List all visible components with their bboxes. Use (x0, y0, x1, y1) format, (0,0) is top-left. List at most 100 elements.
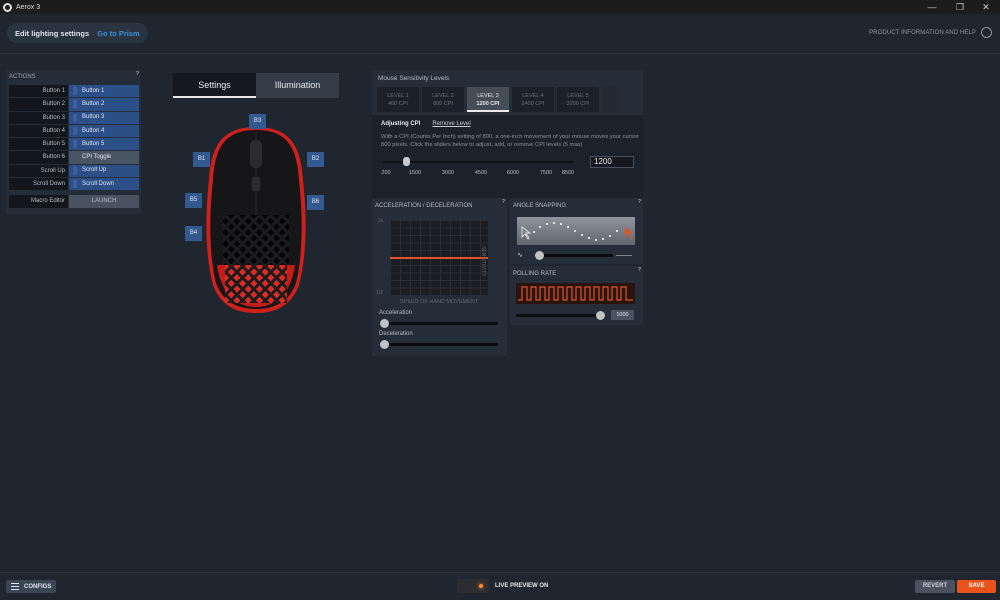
level-name: LEVEL 4 (522, 93, 544, 99)
action-label: Scroll Down (9, 178, 68, 192)
action-select-button-2[interactable]: Button 2 (69, 98, 139, 112)
action-value: Scroll Down (82, 180, 115, 187)
mouse-icon (73, 113, 77, 122)
action-select-button-1[interactable]: Button 1 (69, 85, 139, 99)
polling-rate-slider-knob[interactable] (596, 311, 605, 320)
acceleration-slider[interactable] (380, 319, 498, 328)
tab-settings[interactable]: Settings (173, 73, 256, 98)
cpi-level-4[interactable]: LEVEL 4 2400 CPI (512, 87, 554, 112)
macro-editor-label: Macro Editor (9, 195, 68, 209)
action-value: Button 1 (82, 87, 105, 94)
acceleration-slider-knob[interactable] (380, 319, 389, 328)
live-preview-toggle[interactable] (457, 579, 489, 593)
product-help-link[interactable]: PRODUCT INFORMATION AND HELP (869, 27, 992, 38)
action-value: Button 5 (82, 140, 105, 147)
cpi-icon (73, 153, 77, 162)
polling-rate-panel: POLLING RATE ? 1000 (510, 266, 643, 325)
add-level-button[interactable] (602, 87, 618, 112)
polling-rate-title: POLLING RATE (513, 271, 557, 277)
actions-panel: ACTIONS ? Button 1 Button 1 Button 2 But… (6, 70, 141, 214)
wave-icon: ∿ (517, 252, 523, 259)
cpi-slider-track[interactable] (383, 161, 573, 163)
cpi-slider[interactable]: 200 1500 3000 4500 6000 7500 8500 1200 (381, 156, 634, 176)
polling-rate-help-icon[interactable]: ? (637, 267, 641, 273)
action-label: Button 5 (9, 138, 68, 152)
mouse-image: B3 B1 B2 B5 B6 B4 (185, 114, 324, 315)
tick-label: 3000 (441, 170, 455, 176)
window-title: Aerox 3 (16, 3, 41, 11)
tick-label: 4500 (474, 170, 488, 176)
level-cpi: 2400 CPI (521, 101, 545, 107)
action-select-button-4[interactable]: Button 4 (69, 124, 139, 139)
mouse-button-b6[interactable]: B6 (307, 195, 324, 210)
go-to-prism-link[interactable]: Go to Prism (97, 28, 140, 38)
configs-button[interactable]: CONFIGS (6, 580, 57, 593)
polling-rate-value: 1000 (611, 310, 634, 320)
mouse-icon (73, 180, 77, 189)
angle-snapping-slider[interactable] (535, 251, 613, 260)
angle-snapping-help-icon[interactable]: ? (637, 199, 641, 205)
level-cpi: 800 CPI (433, 101, 453, 107)
y-bottom-label: 1/2 (376, 290, 383, 296)
action-row: Button 2 Button 2 (9, 98, 139, 112)
action-value: Button 3 (82, 114, 105, 121)
action-row: Button 3 Button 3 (9, 111, 139, 125)
remove-level-link[interactable]: Remove Level (432, 121, 471, 127)
tick-label: 7500 (539, 170, 553, 176)
action-select-scroll-up[interactable]: Scroll Up (69, 164, 139, 179)
launch-button[interactable]: LAUNCH (69, 195, 139, 209)
action-select-scroll-down[interactable]: Scroll Down (69, 178, 139, 192)
action-select-button-3[interactable]: Button 3 (69, 111, 139, 125)
level-name: LEVEL 2 (432, 93, 454, 99)
angle-snapping-slider-knob[interactable] (535, 251, 544, 260)
actions-help-icon[interactable]: ? (135, 71, 139, 77)
live-preview-label: LIVE PREVIEW ON (495, 583, 549, 589)
mouse-button-b3[interactable]: B3 (249, 114, 266, 129)
save-button[interactable]: SAVE (957, 580, 996, 593)
deceleration-label: Deceleration (379, 331, 413, 337)
mouse-icon (73, 140, 77, 149)
deceleration-slider-knob[interactable] (380, 340, 389, 349)
tick-label: 200 (381, 170, 391, 176)
restore-button[interactable]: ❐ (955, 1, 965, 12)
action-row: Scroll Down Scroll Down (9, 178, 139, 192)
mouse-icon (73, 127, 77, 136)
cpi-level-2[interactable]: LEVEL 2 800 CPI (422, 87, 464, 112)
action-label: Scroll Up (9, 164, 68, 179)
footer-bar: CONFIGS LIVE PREVIEW ON REVERT SAVE (0, 572, 1000, 600)
configs-label: CONFIGS (24, 583, 52, 590)
cpi-value-input[interactable]: 1200 (590, 156, 634, 168)
tab-illumination[interactable]: Illumination (256, 73, 339, 98)
polling-rate-waveform (516, 283, 635, 304)
angle-snapping-wave-icon (521, 222, 633, 241)
cpi-slider-thumb[interactable] (403, 157, 410, 166)
list-icon (11, 583, 19, 590)
mouse-button-b2[interactable]: B2 (307, 152, 324, 167)
level-name: LEVEL 1 (387, 93, 409, 99)
mouse-button-b1[interactable]: B1 (193, 152, 210, 167)
angle-snapping-title: ANGLE SNAPPING (513, 203, 567, 209)
level-cpi: 1200 CPI (476, 101, 500, 107)
straight-line-icon (616, 255, 632, 256)
lighting-pill: Edit lighting settings Go to Prism (7, 23, 148, 43)
angle-snapping-preview (517, 217, 635, 245)
polling-rate-slider[interactable] (516, 311, 605, 320)
mouse-button-b5[interactable]: B5 (185, 193, 202, 208)
action-value: CPI Toggle (82, 154, 112, 161)
action-label: Button 4 (9, 124, 68, 139)
mouse-button-b4[interactable]: B4 (185, 226, 202, 241)
close-button[interactable]: ✕ (982, 1, 990, 12)
tick-label: 6000 (506, 170, 520, 176)
revert-button[interactable]: REVERT (915, 580, 955, 593)
action-select-button-6[interactable]: CPI Toggle (69, 151, 139, 165)
deceleration-slider[interactable] (380, 340, 498, 349)
acceleration-help-icon[interactable]: ? (501, 199, 505, 205)
action-row: Scroll Up Scroll Up (9, 164, 139, 179)
minimize-button[interactable]: — (927, 2, 937, 12)
action-select-button-5[interactable]: Button 5 (69, 138, 139, 152)
